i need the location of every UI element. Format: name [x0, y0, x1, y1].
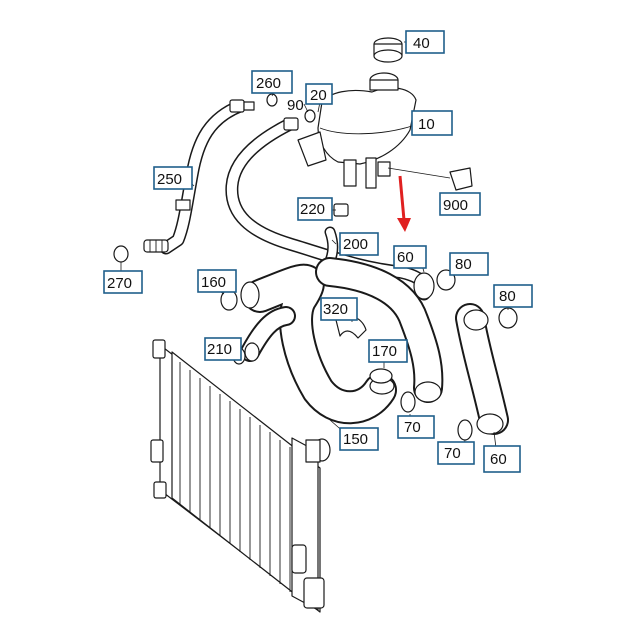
svg-text:70: 70 — [444, 445, 461, 462]
svg-text:150: 150 — [343, 431, 368, 448]
callout-60-top: 60 — [393, 245, 427, 269]
callout-160: 160 — [197, 269, 237, 293]
hose-150 — [240, 263, 397, 425]
callout-210: 210 — [204, 337, 242, 361]
callouts: 40 260 90 20 10 250 900 220 200 — [103, 30, 533, 473]
callout-170: 170 — [368, 339, 408, 363]
svg-text:200: 200 — [343, 236, 368, 253]
svg-text:900: 900 — [443, 197, 468, 214]
callout-900: 900 — [439, 192, 481, 216]
callout-250: 250 — [153, 166, 193, 190]
callout-80-b: 80 — [493, 284, 533, 308]
callout-70-b: 70 — [437, 441, 475, 465]
callout-40: 40 — [405, 30, 445, 54]
svg-text:80: 80 — [455, 256, 472, 273]
svg-text:80: 80 — [499, 288, 516, 305]
callout-20: 20 — [305, 83, 333, 105]
svg-text:60: 60 — [490, 451, 507, 468]
svg-text:70: 70 — [404, 419, 421, 436]
svg-text:170: 170 — [372, 343, 397, 360]
svg-text:250: 250 — [157, 171, 182, 188]
hose-60-upper — [315, 257, 444, 403]
callout-150: 150 — [339, 427, 379, 451]
callout-260: 260 — [251, 70, 293, 94]
callout-10: 10 — [411, 110, 453, 136]
level-sensor — [387, 167, 473, 191]
svg-text:160: 160 — [201, 274, 226, 291]
svg-text:210: 210 — [207, 341, 232, 358]
callout-320: 320 — [320, 297, 358, 321]
red-arrow — [397, 175, 411, 232]
svg-text:10: 10 — [418, 116, 435, 133]
callout-80-a: 80 — [449, 252, 489, 276]
hose-60-lower — [455, 303, 509, 435]
label-90: 90 — [287, 97, 304, 114]
callout-220: 220 — [297, 197, 333, 221]
radiator — [150, 339, 331, 613]
svg-text:320: 320 — [323, 301, 348, 318]
svg-text:20: 20 — [310, 87, 327, 104]
svg-text:270: 270 — [107, 275, 132, 292]
callout-200: 200 — [339, 232, 379, 256]
callout-270: 270 — [103, 270, 143, 294]
svg-text:60: 60 — [397, 249, 414, 266]
svg-text:260: 260 — [256, 75, 281, 92]
svg-text:40: 40 — [413, 35, 430, 52]
svg-text:220: 220 — [300, 201, 325, 218]
expansion-tank — [297, 72, 417, 189]
tank-cap — [373, 37, 403, 63]
callout-70-a: 70 — [397, 415, 435, 439]
callout-60-bottom: 60 — [483, 445, 521, 473]
